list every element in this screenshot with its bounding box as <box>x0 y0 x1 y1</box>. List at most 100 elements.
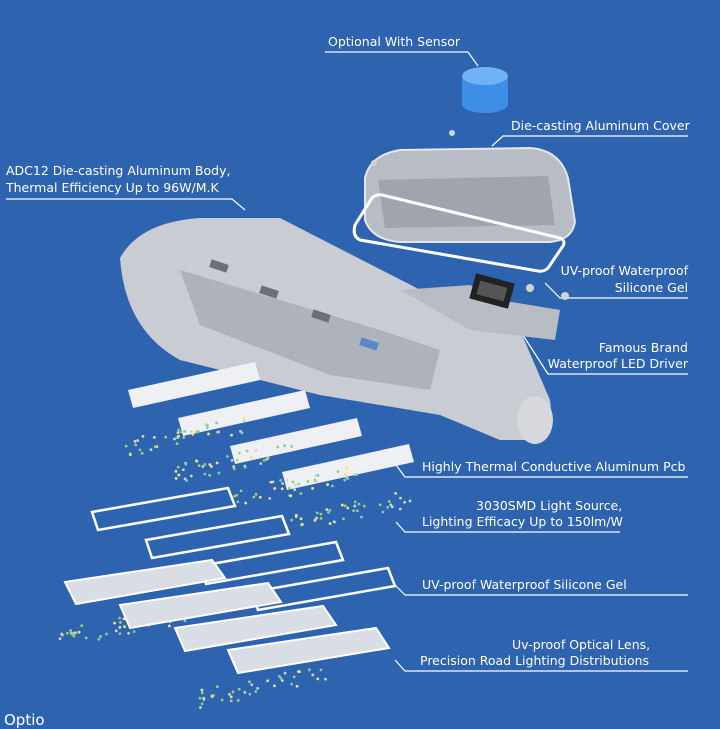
led-chip-dot <box>197 464 201 468</box>
led-chip-dot <box>293 488 297 492</box>
led-chip-dot <box>343 478 347 482</box>
led-chip-dot <box>203 462 207 466</box>
led-chip-dot <box>210 695 214 698</box>
led-chip-dot <box>295 684 299 688</box>
leader-lines <box>6 51 688 672</box>
led-chip-dot <box>152 435 156 439</box>
led-chip-dot <box>77 630 81 634</box>
aluminum-pcbs <box>128 362 414 490</box>
led-chip-dot <box>254 690 258 693</box>
led-chip-dot <box>183 429 187 433</box>
led-chip-dot <box>132 630 136 634</box>
led-chip-dot <box>72 634 76 638</box>
led-chip-dot <box>153 445 157 449</box>
aluminum-body <box>120 218 560 444</box>
led-chip-dot <box>194 459 198 463</box>
led-chip-dot <box>281 482 285 485</box>
led-chip-dot <box>399 496 402 500</box>
led-chip-dot <box>244 501 248 505</box>
led-chip-dot <box>381 510 385 514</box>
led-chip-dot <box>300 522 304 526</box>
label-gasket-bottom: UV-proof Waterproof Silicone Gel <box>422 577 627 592</box>
aluminum-cover <box>364 146 577 243</box>
led-chip-dot <box>198 696 202 700</box>
led-chip-dot <box>239 489 243 493</box>
led-chip-dot <box>207 432 210 436</box>
led-chip-dot <box>215 685 219 689</box>
led-chip-dot <box>330 484 334 488</box>
led-chip-dot <box>311 487 314 490</box>
led-chip-dot <box>319 516 323 520</box>
led-chip-dot <box>149 448 153 452</box>
led-chip-dot <box>292 675 296 679</box>
led-chip-dot <box>290 445 293 448</box>
led-chip-dot <box>229 695 233 699</box>
led-chip-dot <box>208 473 212 477</box>
led-chip-dot <box>208 463 212 466</box>
led-chip-dot <box>285 478 289 482</box>
led-chip-dot <box>346 506 350 510</box>
led-chip-dot <box>403 500 407 504</box>
led-chip-dot <box>328 508 332 512</box>
led-chip-dot <box>231 690 235 694</box>
led-chip-dot <box>328 522 332 525</box>
led-chip-dot <box>200 702 204 706</box>
led-chip-dot <box>273 487 277 490</box>
led-chip-dot <box>262 459 266 462</box>
led-chip-dot <box>118 632 122 636</box>
led-chip-dot <box>174 469 178 473</box>
led-chip-dot <box>248 692 252 696</box>
led-chip-dot <box>326 510 330 514</box>
led-chip-dot <box>289 494 293 498</box>
led-chip-dot <box>357 502 361 506</box>
led-chip-dot <box>306 480 310 483</box>
led-chip-dot <box>189 474 193 478</box>
led-chip-dot <box>220 698 224 702</box>
led-chip-dot <box>97 637 101 641</box>
led-chip-dot <box>236 698 240 702</box>
led-chip-dot <box>290 682 294 686</box>
led-chip-dot <box>294 513 298 517</box>
led-chip-dot <box>237 687 241 691</box>
led-chip-dot <box>259 462 263 465</box>
led-chip-dot <box>179 430 183 434</box>
led-chip-dot <box>313 518 317 522</box>
led-chip-dot <box>243 465 247 469</box>
label-led-2: Lighting Efficacy Up to 150lm/W <box>422 514 623 529</box>
led-chip-dot <box>105 632 108 636</box>
led-chip-dot <box>140 451 144 455</box>
led-chip-dot <box>266 456 270 460</box>
led-chip-dot <box>326 483 329 486</box>
led-chip-dot <box>113 621 116 625</box>
led-chip-dot <box>355 509 359 513</box>
led-chip-dot <box>233 494 236 498</box>
label-lens-2: Precision Road Lighting Distributions <box>420 653 650 668</box>
led-chip-dot <box>291 480 295 484</box>
led-chip-dot <box>118 616 122 620</box>
led-chip-dot <box>215 461 219 465</box>
led-chip-dot <box>84 636 88 640</box>
led-chip-dot <box>250 683 254 687</box>
led-chip-dot <box>174 476 178 480</box>
label-body-1: ADC12 Die-casting Aluminum Body, <box>6 163 231 178</box>
led-chip-dot <box>280 487 284 491</box>
led-chip-dot <box>191 432 195 436</box>
led-chip-dot <box>119 621 122 624</box>
led-chip-dot <box>176 465 180 469</box>
led-chip-dot <box>69 629 73 632</box>
led-chip-dot <box>340 503 344 507</box>
led-chip-dot <box>80 624 84 628</box>
led-chip-dot <box>229 699 233 703</box>
led-chip-dot <box>353 500 357 504</box>
led-chip-dot <box>203 472 207 476</box>
led-chip-dot <box>177 473 181 477</box>
led-chip-dot <box>215 430 219 434</box>
led-chip-dot <box>236 500 240 504</box>
led-chip-dot <box>279 676 283 680</box>
screws <box>371 130 569 300</box>
led-chips <box>58 417 412 709</box>
optical-lenses <box>63 558 391 675</box>
led-chip-dot <box>353 504 357 508</box>
led-chip-dot <box>398 507 402 511</box>
led-chip-dot <box>311 673 315 677</box>
